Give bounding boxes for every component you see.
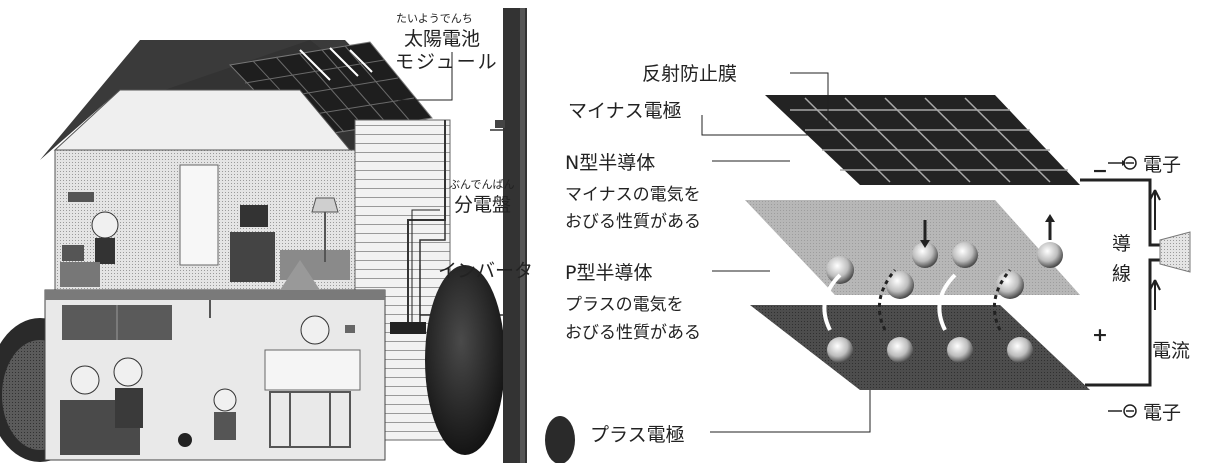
load-bulb	[1159, 231, 1191, 273]
panel-board-leader	[411, 209, 440, 322]
minus-electrode-label: マイナス電極	[568, 100, 682, 122]
parent-figure	[70, 365, 100, 395]
current-label: 電流	[1152, 340, 1191, 362]
leader-lines	[701, 72, 871, 433]
computer	[62, 245, 84, 261]
cat	[178, 433, 192, 447]
charge-carriers	[826, 242, 1063, 363]
dresser	[230, 232, 275, 282]
tv	[240, 205, 268, 227]
wire-label-1: 導	[1112, 233, 1132, 255]
p-type-desc-1: プラスの電気を	[565, 295, 684, 315]
minus-sign: −	[1092, 160, 1108, 182]
ceiling-lamp	[280, 260, 320, 290]
house-illustration	[0, 8, 575, 463]
lamp	[311, 197, 339, 213]
n-type-desc-2: おびる性質がある	[565, 212, 701, 232]
panel-board-box	[390, 322, 408, 334]
inverter-box	[408, 322, 426, 334]
anti-reflection-label: 反射防止膜	[642, 63, 738, 85]
solar-module-label: 太陽電池	[404, 28, 481, 50]
door	[179, 164, 219, 266]
electron-marker-bottom	[1123, 404, 1137, 418]
top-panel	[765, 95, 1080, 185]
table	[264, 349, 361, 391]
attic-wall	[53, 89, 352, 151]
inverter-label: インバータ	[438, 260, 534, 282]
plus-sign: +	[1092, 324, 1108, 346]
panel-board-label: 分電盤	[454, 194, 512, 216]
solar-module-ruby: たいようでんち	[396, 12, 473, 25]
p-type-desc-2: おびる性質がある	[565, 323, 701, 343]
wire-label-2: 線	[1112, 263, 1132, 285]
child-figure	[91, 211, 119, 239]
n-type-desc-1: マイナスの電気を	[565, 185, 701, 205]
solar-module-label-2: モジュール	[395, 51, 499, 73]
wire-bottom	[1085, 258, 1180, 387]
n-type-label: N型半導体	[565, 152, 656, 174]
p-type-label: P型半導体	[565, 262, 653, 284]
cable-panel	[407, 120, 446, 322]
panel-board-ruby: ぶんでんばん	[449, 178, 515, 191]
solar-cell-diagram	[701, 72, 1191, 433]
air-conditioner	[68, 192, 94, 202]
tree	[425, 265, 505, 455]
plus-electrode-label: プラス電極	[590, 424, 685, 446]
carrier-arrows	[822, 273, 957, 331]
electron-top-label: 電子	[1143, 154, 1182, 176]
panel-grid	[790, 97, 1068, 183]
electron-bottom-label: 電子	[1143, 402, 1182, 424]
